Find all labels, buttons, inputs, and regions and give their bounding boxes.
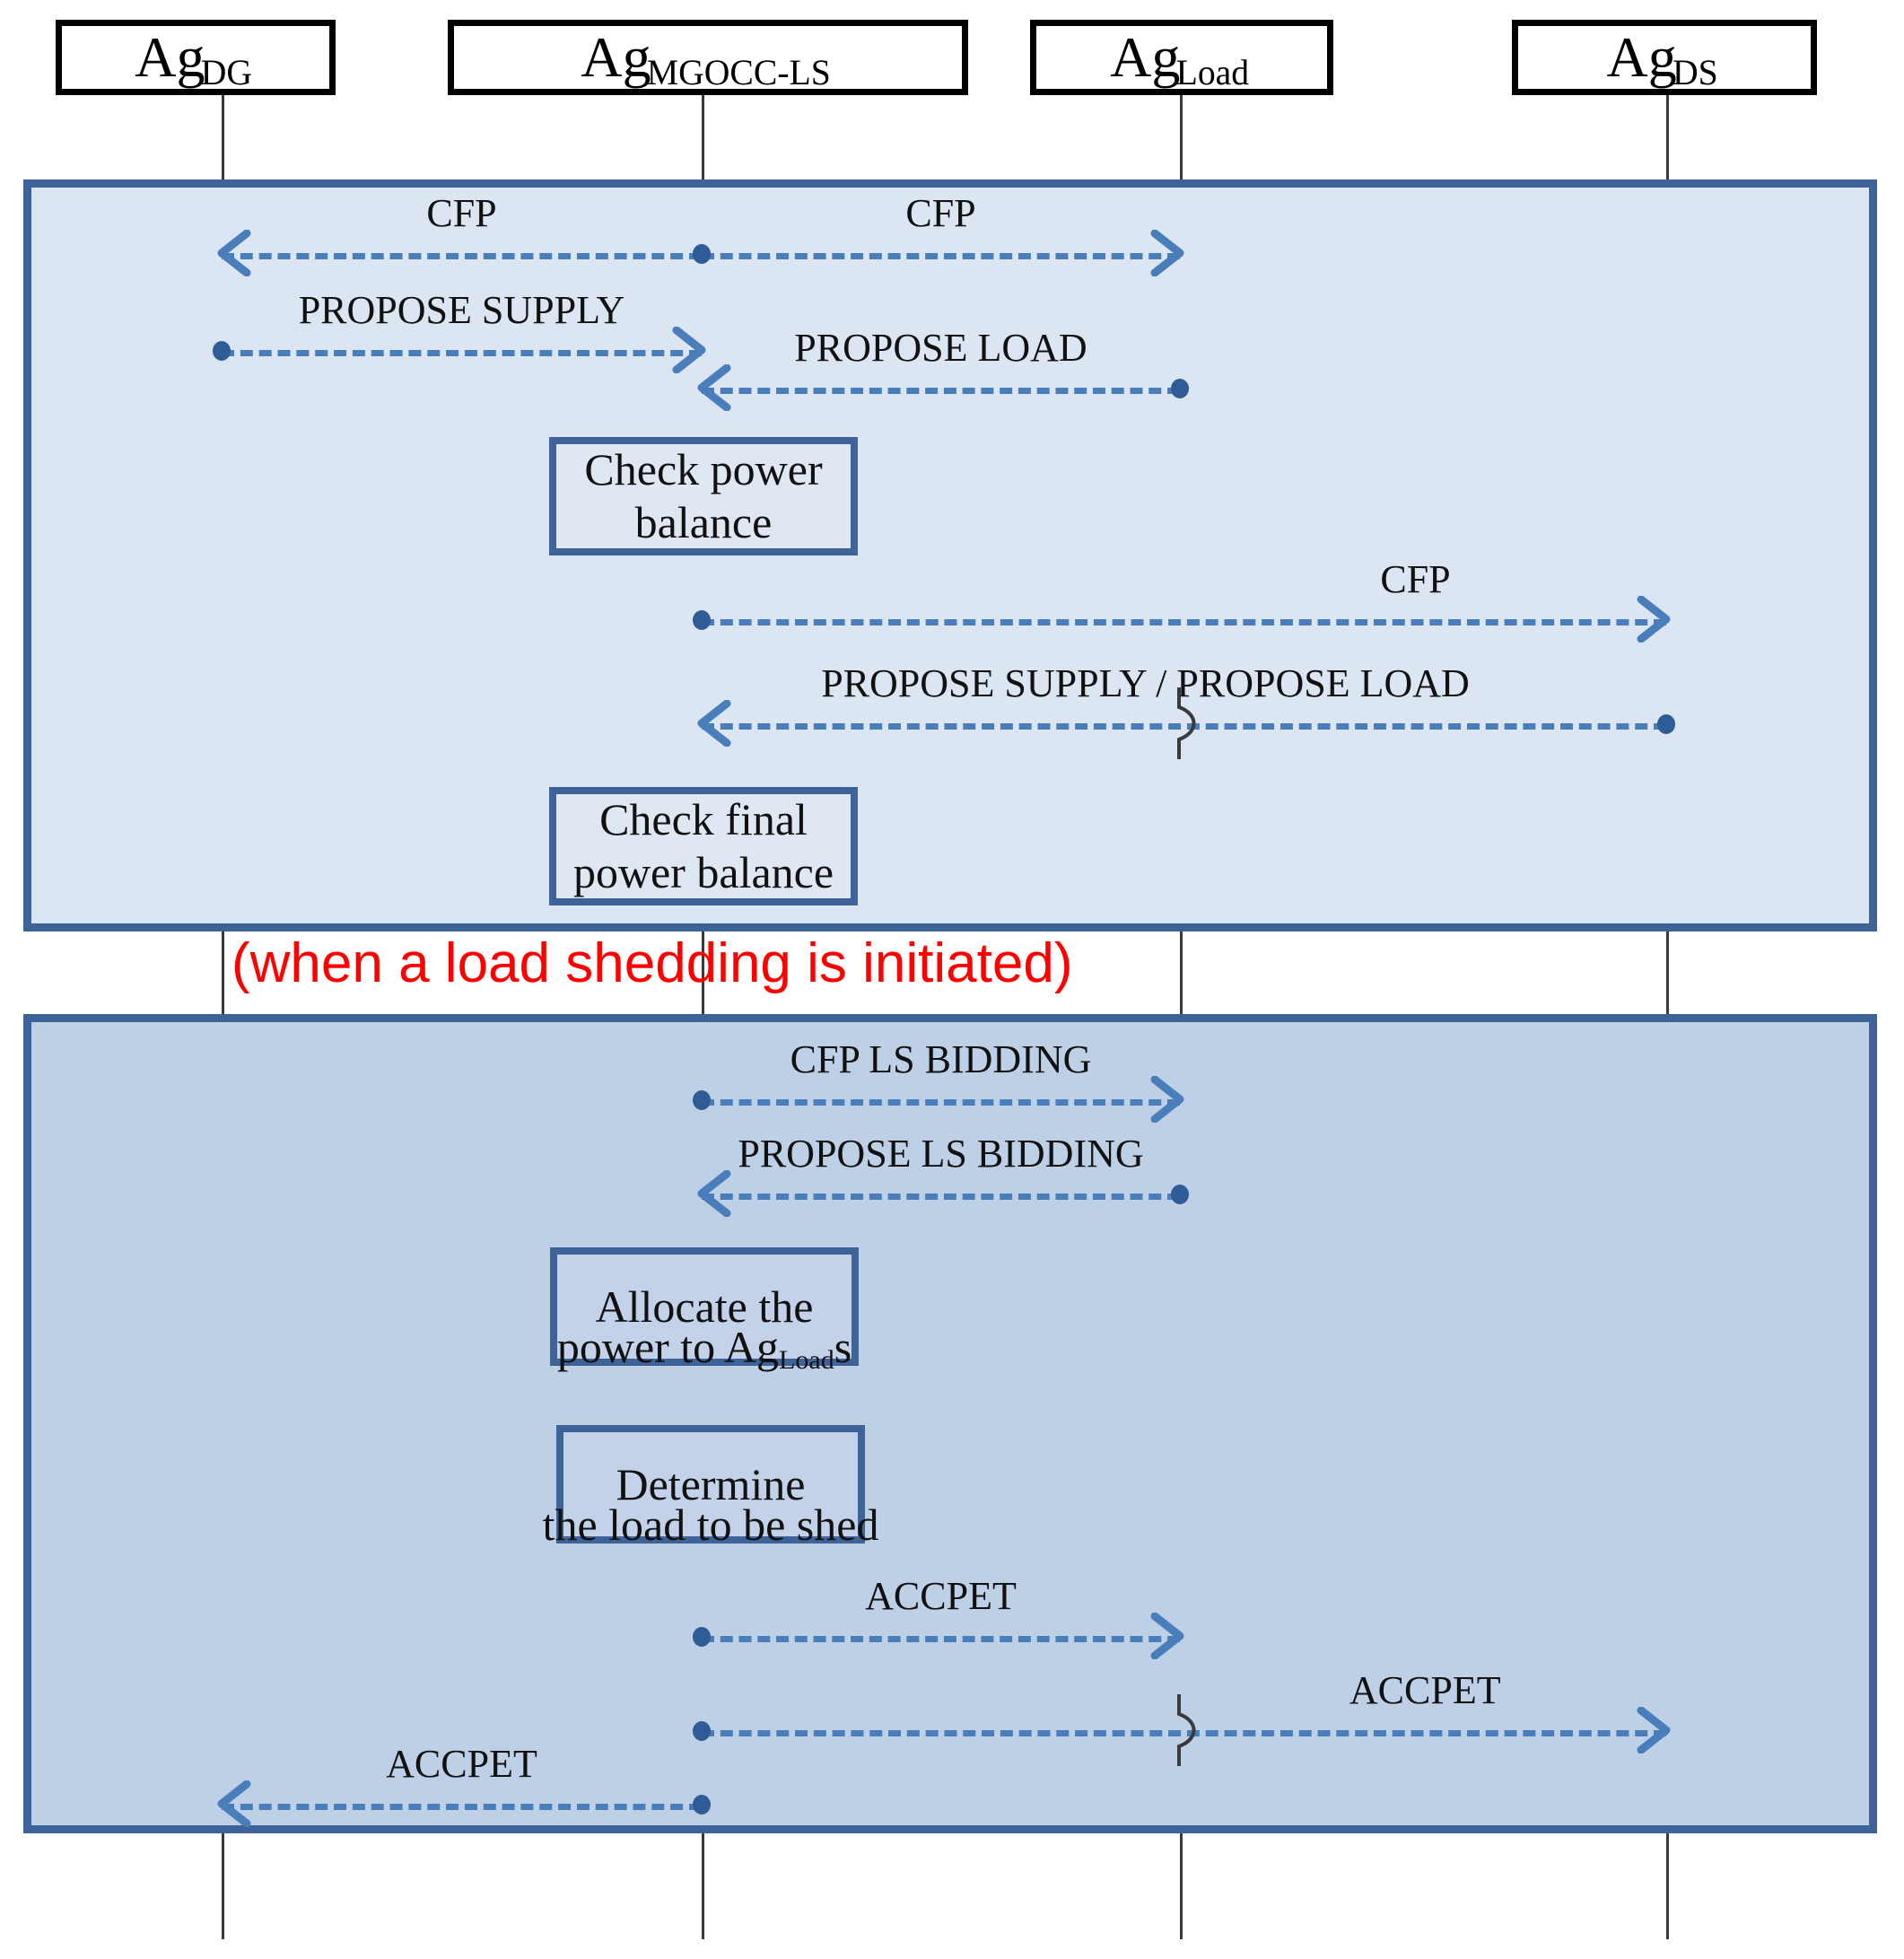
message-origin-dot xyxy=(693,244,711,264)
message-origin-dot xyxy=(693,1795,711,1815)
message-label: CFP xyxy=(1380,557,1451,601)
message-line xyxy=(702,388,1180,394)
message-label: ACCPET xyxy=(386,1742,537,1786)
message-label: PROPOSE SUPPLY xyxy=(298,288,625,332)
action-line-1: Allocate the xyxy=(595,1281,814,1332)
lifeline-jump-arc xyxy=(1175,687,1202,759)
arrowhead-left-icon xyxy=(216,1780,252,1827)
lifeline-jump-arc xyxy=(1175,1694,1202,1766)
agent-box-mgocc-ls[interactable]: AgMGOCC-LS xyxy=(448,20,968,95)
load-shedding-annotation: (when a load shedding is initiated) xyxy=(231,932,1073,994)
action-line-1: Check power xyxy=(584,444,823,494)
message-line xyxy=(702,1730,1666,1736)
action-line-2: power balance xyxy=(572,847,834,897)
message-line xyxy=(702,1636,1180,1642)
arrowhead-right-icon xyxy=(1149,1076,1185,1123)
arrowhead-left-icon xyxy=(216,230,252,276)
message-origin-dot xyxy=(213,341,231,361)
message-line xyxy=(702,253,1180,259)
agent-box-load[interactable]: AgLoad xyxy=(1030,20,1333,95)
action-box-check-final-power-balance[interactable]: Check final power balance xyxy=(549,787,858,905)
agent-label-load: AgLoad xyxy=(1110,25,1250,92)
action-line-2: power to AgLoads xyxy=(556,1322,852,1375)
message-line xyxy=(702,1099,1180,1106)
message-label: PROPOSE LOAD xyxy=(794,326,1087,370)
agent-label-ds: AgDS xyxy=(1606,25,1718,92)
message-origin-dot xyxy=(693,1627,711,1647)
arrowhead-right-icon xyxy=(671,327,707,373)
message-origin-dot xyxy=(1171,379,1189,398)
message-origin-dot xyxy=(693,610,711,630)
action-box-determine-load-to-shed[interactable]: Determine the load to be shed xyxy=(543,1425,878,1550)
arrowhead-left-icon xyxy=(696,364,732,411)
message-line xyxy=(222,1804,702,1810)
action-box-check-power-balance[interactable]: Check power balance xyxy=(549,437,858,555)
arrowhead-right-icon xyxy=(1149,230,1185,276)
action-box-allocate-power[interactable]: Allocate the power to AgLoads xyxy=(550,1247,859,1375)
action-line-1: Determine xyxy=(616,1458,806,1509)
message-label: PROPOSE SUPPLY / PROPOSE LOAD xyxy=(821,661,1470,705)
action-line-1: Check final xyxy=(599,794,808,844)
arrowhead-left-icon xyxy=(696,700,732,747)
message-line xyxy=(702,723,1666,730)
message-origin-dot xyxy=(1657,714,1675,734)
message-label: ACCPET xyxy=(865,1574,1017,1618)
agent-label-mgocc-ls: AgMGOCC-LS xyxy=(581,25,831,92)
arrowhead-right-icon xyxy=(1149,1613,1185,1659)
message-label: CFP xyxy=(426,191,497,235)
message-origin-dot xyxy=(1171,1185,1189,1204)
arrowhead-right-icon xyxy=(1636,1707,1672,1753)
agent-label-dg: AgDG xyxy=(135,25,253,92)
agent-box-ds[interactable]: AgDS xyxy=(1512,20,1817,95)
message-line xyxy=(222,253,702,259)
arrowhead-left-icon xyxy=(696,1170,732,1217)
action-line-2: balance xyxy=(634,497,773,547)
message-label: CFP LS BIDDING xyxy=(790,1037,1092,1081)
upper-fragment-frame xyxy=(23,179,1877,931)
message-line xyxy=(222,350,702,356)
agent-box-dg[interactable]: AgDG xyxy=(56,20,336,95)
message-origin-dot xyxy=(693,1090,711,1110)
message-label: ACCPET xyxy=(1349,1668,1501,1712)
message-line xyxy=(702,619,1666,625)
message-line xyxy=(702,1194,1180,1200)
message-label: CFP xyxy=(905,191,976,235)
message-origin-dot xyxy=(693,1721,711,1741)
lower-fragment-frame xyxy=(23,1014,1877,1833)
action-line-2: the load to be shed xyxy=(542,1500,879,1550)
arrowhead-right-icon xyxy=(1636,596,1672,643)
message-label: PROPOSE LS BIDDING xyxy=(738,1132,1144,1176)
